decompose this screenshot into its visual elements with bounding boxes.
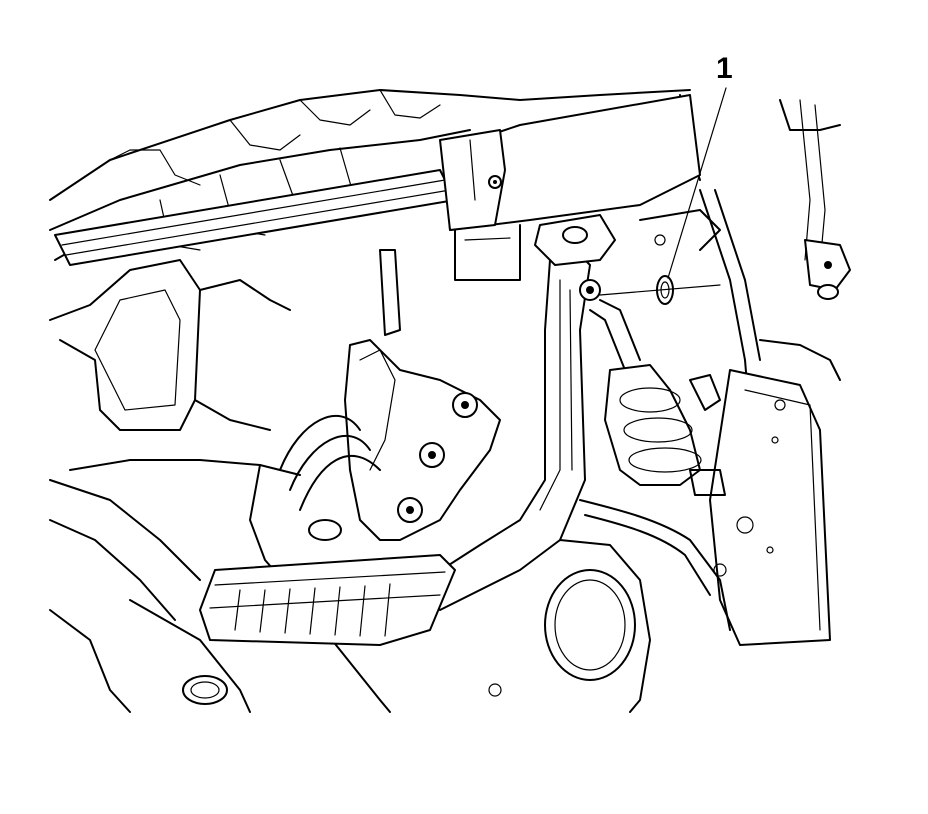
pedal-arm (409, 249, 591, 611)
retaining-clip (599, 275, 721, 305)
wiring-harness (279, 414, 731, 631)
left-trim-panel (49, 259, 291, 431)
right-bracket-assembly (639, 189, 851, 646)
pedal-pivot (534, 214, 616, 301)
pedal-bracket (344, 249, 501, 541)
steering-column-housing (439, 94, 701, 281)
booster-pushrod-boot (589, 299, 702, 486)
callout-1-leader-line (667, 87, 727, 279)
brake-pedal-pad (199, 554, 456, 646)
callout-1-label: 1 (716, 52, 733, 85)
